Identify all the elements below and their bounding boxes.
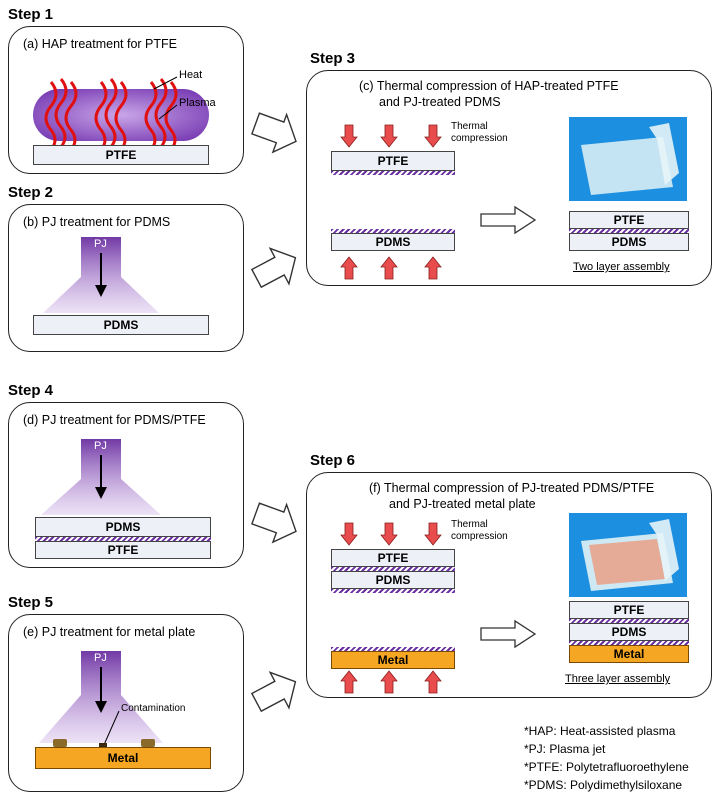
- three-layer-caption: Three layer assembly: [565, 673, 671, 685]
- thermal-label-f-1: Thermal: [451, 519, 488, 530]
- pj-label-d: PJ: [94, 440, 107, 452]
- panel-f-title-1: (f) Thermal compression of PJ-treated PD…: [369, 481, 655, 495]
- step-2-label: Step 2: [8, 184, 54, 201]
- pdms-layer-f: PDMS: [331, 571, 455, 589]
- panel-b-title: (b) PJ treatment for PDMS: [23, 215, 171, 229]
- panel-b: (b) PJ treatment for PDMS PJ PDMS: [8, 204, 244, 352]
- panel-f: (f) Thermal compression of PJ-treated PD…: [306, 472, 712, 698]
- pdms-layer-c: PDMS: [331, 233, 455, 251]
- photo-three-layer: [569, 513, 687, 597]
- bond-interface-two-assembly: [569, 229, 689, 233]
- press-arrows-bottom-f: [340, 670, 442, 694]
- footnotes: *HAP: Heat-assisted plasma *PJ: Plasma j…: [524, 722, 689, 794]
- step-4-label: Step 4: [8, 382, 54, 399]
- plasma-jet-d: [41, 439, 161, 515]
- panel-a-title: (a) HAP treatment for PTFE: [23, 37, 177, 51]
- heat-waves: [44, 78, 178, 151]
- ptfe-layer-f: PTFE: [331, 549, 455, 567]
- pdms-layer-two-assembly: PDMS: [569, 233, 689, 251]
- metal-layer-three-assembly: Metal: [569, 645, 689, 663]
- panel-d: (d) PJ treatment for PDMS/PTFE PJ PDMS P…: [8, 402, 244, 568]
- plasma-heat-graphic: [33, 76, 209, 151]
- footnote-pdms: *PDMS: Polydimethylsiloxane: [524, 778, 683, 792]
- press-arrows-bottom-c: [340, 256, 442, 280]
- metal-layer-e: Metal: [35, 747, 211, 769]
- panel-d-title: (d) PJ treatment for PDMS/PTFE: [23, 413, 206, 427]
- metal-treated-surface-f: [331, 647, 455, 651]
- bond-interface-three-2: [569, 641, 689, 645]
- plasma-label: Plasma: [179, 97, 216, 109]
- heat-label: Heat: [179, 69, 203, 81]
- panel-c-title-2: and PJ-treated PDMS: [379, 95, 501, 109]
- ptfe-layer-two-assembly: PTFE: [569, 211, 689, 229]
- step-5-label: Step 5: [8, 594, 54, 611]
- thermal-label-f-2: compression: [451, 531, 508, 542]
- plasma-jet-e: [39, 651, 163, 749]
- press-arrows-top-c: [340, 124, 442, 148]
- flow-arrow-5: [250, 671, 297, 713]
- pdms-layer-d: PDMS: [35, 517, 211, 537]
- pj-label-e: PJ: [94, 652, 107, 664]
- metal-layer-f: Metal: [331, 651, 455, 669]
- footnote-pj: *PJ: Plasma jet: [524, 742, 606, 756]
- flow-arrow-2: [250, 247, 297, 289]
- plasma-jet-b: [43, 237, 159, 313]
- plasma-cloud: [33, 89, 209, 141]
- bond-interface-three-1: [569, 619, 689, 623]
- interface-f-1: [331, 567, 455, 571]
- flow-arrow-4: [251, 502, 297, 544]
- pdms-treated-surface-c: [331, 229, 455, 233]
- footnote-hap: *HAP: Heat-assisted plasma: [524, 724, 676, 738]
- ptfe-treated-surface-c: [331, 171, 455, 175]
- result-arrow-f: [480, 619, 537, 649]
- ptfe-layer-three-assembly: PTFE: [569, 601, 689, 619]
- panel-f-title-2: and PJ-treated metal plate: [389, 497, 536, 511]
- ptfe-layer-c: PTFE: [331, 151, 455, 171]
- step-1-label: Step 1: [8, 6, 54, 23]
- panel-e: (e) PJ treatment for metal plate PJ Cont…: [8, 614, 244, 792]
- contamination-label: Contamination: [121, 703, 186, 714]
- ptfe-layer-a: PTFE: [33, 145, 209, 165]
- pdms-layer-b: PDMS: [33, 315, 209, 335]
- flow-arrow-1: [251, 112, 297, 154]
- panel-c-title-1: (c) Thermal compression of HAP-treated P…: [359, 79, 619, 93]
- step-6-label: Step 6: [310, 452, 356, 469]
- pj-label-b: PJ: [94, 238, 107, 250]
- pdms-layer-three-assembly: PDMS: [569, 623, 689, 641]
- result-arrow-c: [480, 205, 537, 235]
- footnote-ptfe: *PTFE: Polytetrafluoroethylene: [524, 760, 689, 774]
- panel-e-title: (e) PJ treatment for metal plate: [23, 625, 196, 639]
- photo-two-layer: [569, 117, 687, 201]
- panel-a: (a) HAP treatment for PTFE Heat Plasma P…: [8, 26, 244, 174]
- press-arrows-top-f: [340, 522, 442, 546]
- interface-d: [35, 537, 211, 541]
- thermal-label-c-1: Thermal: [451, 121, 488, 132]
- two-layer-caption: Two layer assembly: [573, 261, 670, 273]
- thermal-label-c-2: compression: [451, 133, 508, 144]
- panel-c: (c) Thermal compression of HAP-treated P…: [306, 70, 712, 286]
- step-3-label: Step 3: [310, 50, 356, 67]
- pdms-treated-surface-f: [331, 589, 455, 593]
- ptfe-layer-d: PTFE: [35, 541, 211, 559]
